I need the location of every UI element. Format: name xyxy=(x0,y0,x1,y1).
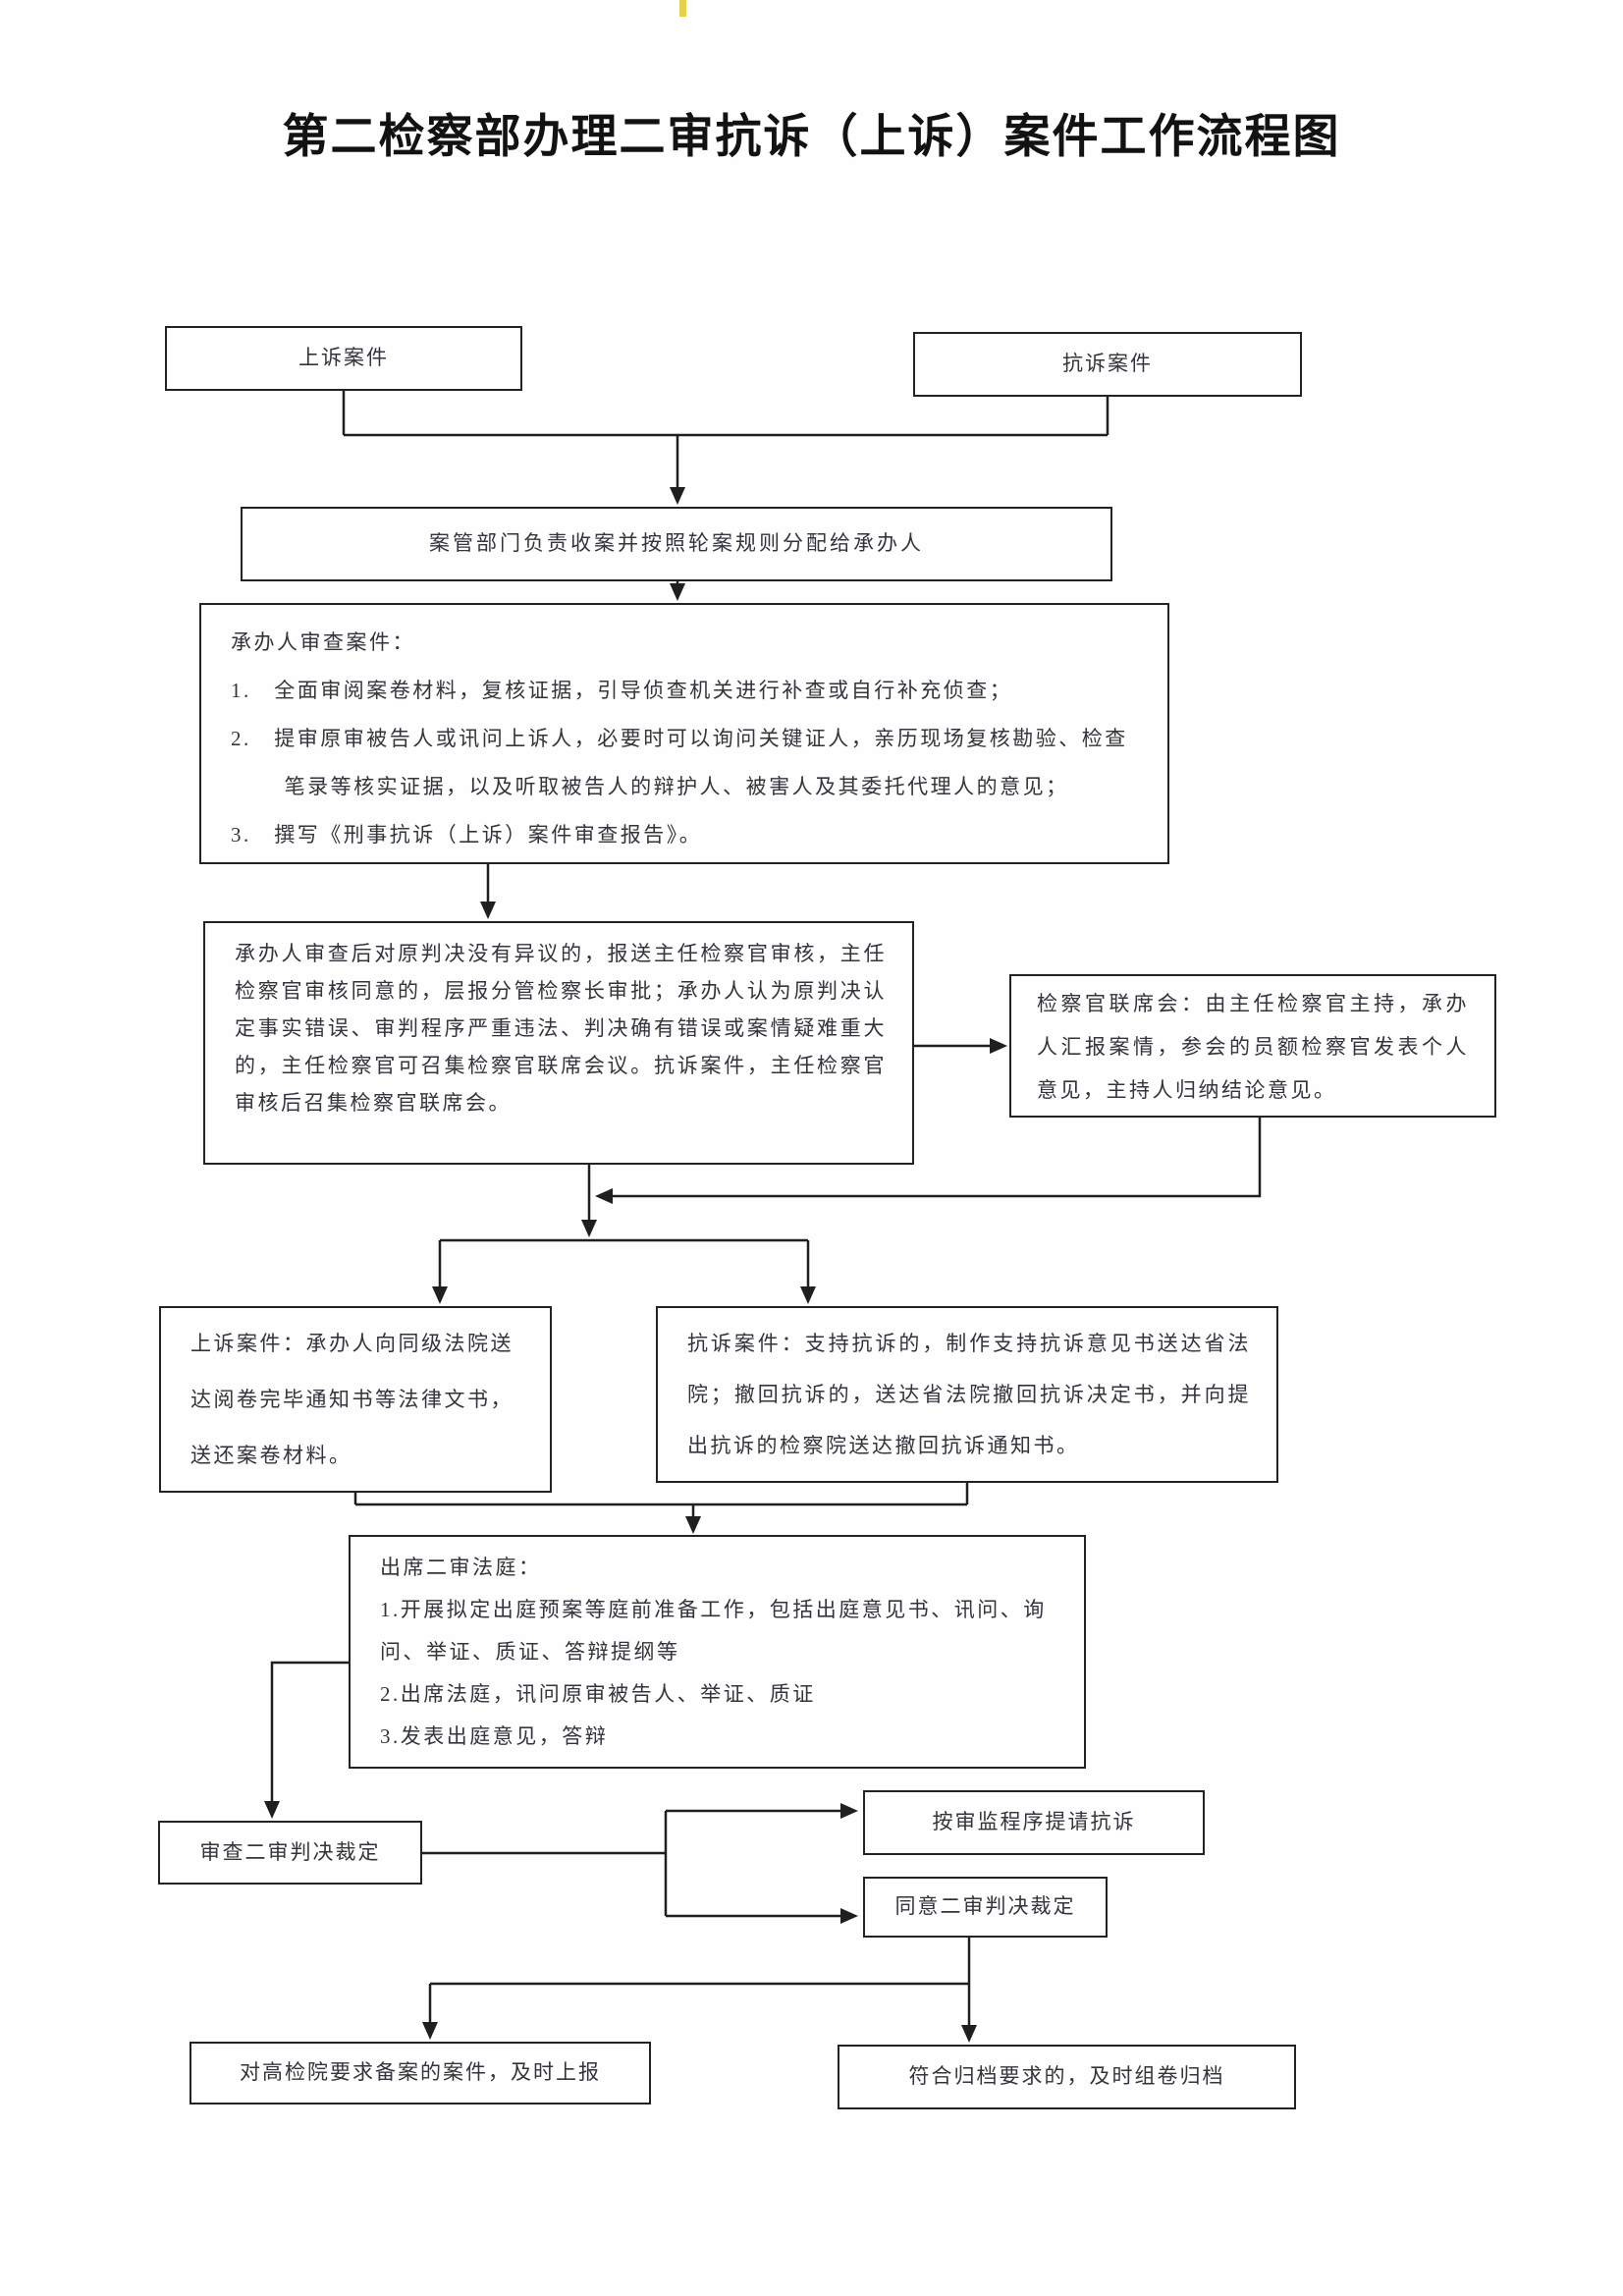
flow-node-report-spp: 对高检院要求备案的案件，及时上报 xyxy=(189,2042,651,2105)
case-review-item-3: 3. 撰写《刑事抗诉（上诉）案件审查报告》。 xyxy=(231,823,703,847)
connector-lines xyxy=(270,391,1262,2031)
case-review-heading: 承办人审查案件： xyxy=(231,630,415,654)
flow-node-joint-meeting: 检察官联席会：由主任检察官主持，承办人汇报案情，参会的员额检察官发表个人意见，主… xyxy=(1009,974,1496,1118)
flow-node-protest-case: 抗诉案件 xyxy=(913,332,1302,397)
court-item-3: 3.发表出庭意见，答辩 xyxy=(380,1724,609,1748)
approval-text: 承办人审查后对原判决没有异议的，报送主任检察官审核，主任检察官审核同意的，层报分… xyxy=(235,942,887,1115)
court-item-2: 2.出席法庭，讯问原审被告人、举证、质证 xyxy=(380,1682,816,1706)
joint-meeting-text: 检察官联席会：由主任检察官主持，承办人汇报案情，参会的员额检察官发表个人意见，主… xyxy=(1037,992,1469,1102)
page-title: 第二检察部办理二审抗诉（上诉）案件工作流程图 xyxy=(282,110,1341,162)
case-review-item-2: 2. 提审原审被告人或讯问上诉人，必要时可以询问关键证人，亲历现场复核勘验、检查… xyxy=(231,727,1128,798)
appeal-documents-text: 上诉案件：承办人向同级法院送达阅卷完毕通知书等法律文书，送还案卷材料。 xyxy=(190,1332,514,1467)
flow-node-supervision-protest: 按审监程序提请抗诉 xyxy=(863,1790,1205,1855)
court-item-1: 1.开展拟定出庭预案等庭前准备工作，包括出庭意见书、讯问、询问、举证、质证、答辩… xyxy=(380,1598,1047,1664)
connector-arrowheads xyxy=(264,487,1007,2043)
flow-node-court-appearance: 出席二审法庭： 1.开展拟定出庭预案等庭前准备工作，包括出庭意见书、讯问、询问、… xyxy=(349,1535,1086,1769)
flow-node-protest-documents: 抗诉案件：支持抗诉的，制作支持抗诉意见书送达省法院；撤回抗诉的，送达省法院撤回抗… xyxy=(656,1306,1278,1483)
flow-node-appeal-case: 上诉案件 xyxy=(165,326,522,391)
flow-node-case-management: 案管部门负责收案并按照轮案规则分配给承办人 xyxy=(241,507,1112,581)
flow-node-label: 审查二审判决裁定 xyxy=(199,1839,381,1864)
flow-node-label: 上诉案件 xyxy=(298,346,389,370)
flow-node-approval: 承办人审查后对原判决没有异议的，报送主任检察官审核，主任检察官审核同意的，层报分… xyxy=(203,921,914,1165)
flow-node-review-ruling: 审查二审判决裁定 xyxy=(158,1821,422,1885)
flow-node-label: 符合归档要求的，及时组卷归档 xyxy=(908,2064,1225,2089)
flow-node-label: 抗诉案件 xyxy=(1062,352,1153,376)
protest-documents-text: 抗诉案件：支持抗诉的，制作支持抗诉意见书送达省法院；撤回抗诉的，送达省法院撤回抗… xyxy=(687,1332,1251,1457)
flow-node-label: 按审监程序提请抗诉 xyxy=(932,1810,1136,1834)
case-review-item-1: 1. 全面审阅案卷材料，复核证据，引导侦查机关进行补查或自行补充侦查； xyxy=(231,679,1013,702)
flow-node-label: 对高检院要求备案的案件，及时上报 xyxy=(240,2060,601,2085)
scan-artifact xyxy=(679,0,686,17)
flow-node-case-review: 承办人审查案件： 1. 全面审阅案卷材料，复核证据，引导侦查机关进行补查或自行补… xyxy=(199,603,1169,864)
flow-node-archive: 符合归档要求的，及时组卷归档 xyxy=(838,2045,1296,2109)
flow-node-appeal-documents: 上诉案件：承办人向同级法院送达阅卷完毕通知书等法律文书，送还案卷材料。 xyxy=(159,1306,552,1493)
flow-node-label: 同意二审判决裁定 xyxy=(894,1894,1076,1919)
court-heading: 出席二审法庭： xyxy=(380,1556,542,1579)
flow-node-agree-ruling: 同意二审判决裁定 xyxy=(863,1877,1108,1938)
flow-node-label: 案管部门负责收案并按照轮案规则分配给承办人 xyxy=(429,531,924,556)
